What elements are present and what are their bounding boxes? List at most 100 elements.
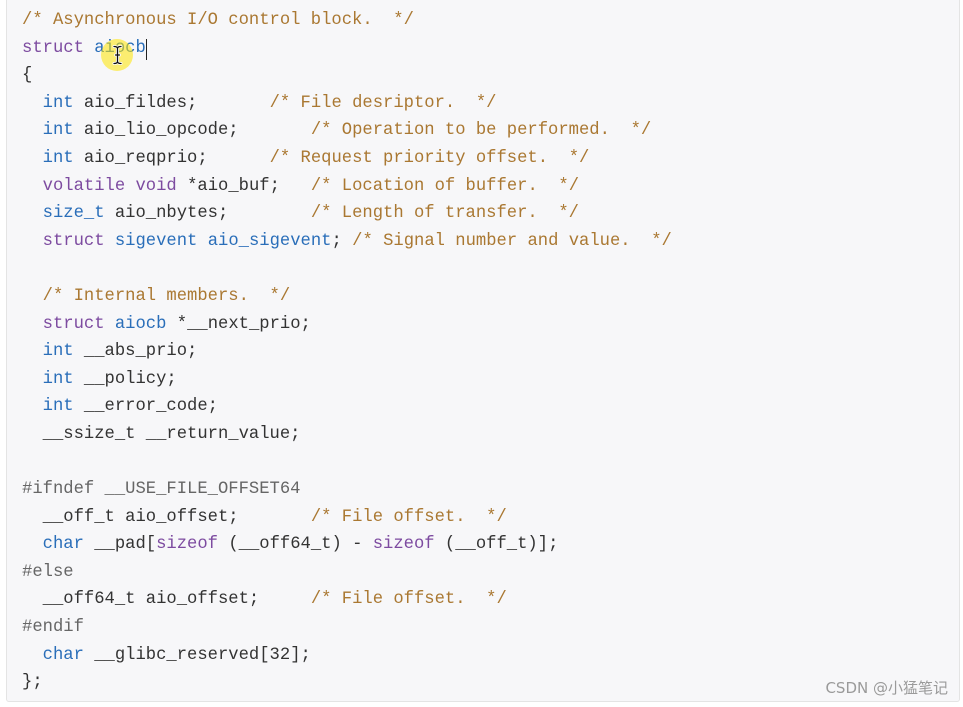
code-line <box>22 255 672 283</box>
code-token-plain <box>22 535 43 554</box>
code-line: char __glibc_reserved[32]; <box>22 642 672 670</box>
code-line: /* Asynchronous I/O control block. */ <box>22 7 672 35</box>
code-line: int __policy; <box>22 366 672 394</box>
code-token-type: int <box>42 397 74 417</box>
code-token-keyword: struct <box>22 38 84 58</box>
code-token-keyword: struct <box>42 314 105 334</box>
watermark: CSDN @小猛笔记 <box>825 679 948 697</box>
code-token-title: sigevent <box>114 231 198 251</box>
code-token-plain: }; <box>22 673 43 693</box>
code-token-plain: aio_fildes; <box>73 93 270 113</box>
code-line: int aio_fildes; /* File desriptor. */ <box>22 90 672 118</box>
code-line: __ssize_t __return_value; <box>22 421 672 449</box>
code-token-plain <box>105 315 115 334</box>
text-caret <box>146 39 147 60</box>
code-token-plain <box>84 39 94 58</box>
code-line: int __error_code; <box>22 393 672 421</box>
code-token-plain: __off64_t aio_offset; <box>22 590 311 610</box>
code-token-plain <box>22 94 43 113</box>
code-token-comment: /* File offset. */ <box>310 507 507 527</box>
code-token-type: char <box>42 535 84 555</box>
code-token-plain: *__next_prio; <box>166 314 311 334</box>
code-token-comment: /* File desriptor. */ <box>269 93 497 113</box>
code-token-keyword: volatile <box>42 176 126 196</box>
code-token-comment: /* Request priority offset. */ <box>269 148 590 168</box>
code-token-plain: *aio_buf; <box>176 176 311 196</box>
code-line: }; <box>22 669 672 697</box>
code-token-comment: /* Signal number and value. */ <box>352 231 672 251</box>
code-line: #else <box>22 559 672 587</box>
code-line: char __pad[sizeof (__off64_t) - sizeof (… <box>22 531 672 559</box>
code-body: /* Asynchronous I/O control block. */ str… <box>22 7 672 697</box>
code-token-plain: __glibc_reserved[32]; <box>83 645 311 665</box>
code-token-plain <box>22 121 43 140</box>
code-line: #ifndef __USE_FILE_OFFSET64 <box>22 476 672 504</box>
code-token-comment: /* Length of transfer. */ <box>310 204 579 224</box>
code-token-type: int <box>42 121 74 141</box>
code-token-plain: aio_lio_opcode; <box>73 121 311 141</box>
code-line <box>22 449 672 477</box>
code-token-comment: /* File offset. */ <box>310 590 507 610</box>
code-line: { <box>22 62 672 90</box>
code-token-plain <box>22 204 43 223</box>
code-line: int __abs_prio; <box>22 338 672 366</box>
code-line: int aio_lio_opcode; /* Operation to be p… <box>22 117 672 145</box>
code-line: /* Internal members. */ <box>22 283 672 311</box>
code-token-plain <box>22 342 43 361</box>
code-token-plain: { <box>22 66 33 86</box>
code-line: #endif <box>22 614 672 642</box>
code-line: __off64_t aio_offset; /* File offset. */ <box>22 586 672 614</box>
code-token-plain <box>197 232 207 251</box>
code-token-plain: __error_code; <box>73 397 218 417</box>
code-token-plain: (__off64_t) - <box>218 535 373 555</box>
code-token-plain: aio_reqprio; <box>73 148 270 168</box>
code-token-type: int <box>42 93 74 113</box>
code-token-title: aio_sigevent <box>207 231 332 251</box>
code-token-type: int <box>42 148 74 168</box>
code-token-plain: __abs_prio; <box>73 342 198 362</box>
code-token-comment: /* Location of buffer. */ <box>310 176 580 196</box>
code-token-keyword: struct <box>42 231 105 251</box>
code-token-plain <box>22 646 43 665</box>
code-line: struct aiocb <box>22 35 672 63</box>
code-token-comment: /* Asynchronous I/O control block. */ <box>22 11 414 30</box>
code-token-plain <box>22 149 43 168</box>
code-token-plain <box>22 177 43 196</box>
code-line: struct aiocb *__next_prio; <box>22 311 672 339</box>
code-token-keyword: sizeof <box>372 535 435 555</box>
code-line: int aio_reqprio; /* Request priority off… <box>22 145 672 173</box>
code-token-plain: ; <box>331 231 353 251</box>
code-token-plain: (__off_t)]; <box>434 535 559 555</box>
code-token-plain <box>125 177 135 196</box>
code-token-type: size_t <box>42 204 105 224</box>
code-token-plain: __policy; <box>73 369 177 389</box>
code-token-meta: #endif <box>22 618 84 638</box>
code-token-type: int <box>42 369 74 389</box>
code-token-plain <box>22 232 43 251</box>
code-token-plain <box>22 315 43 334</box>
code-token-keyword: void <box>135 176 177 196</box>
code-token-type: char <box>42 645 84 665</box>
code-token-comment: /* Internal members. */ <box>42 286 291 306</box>
code-block: /* Asynchronous I/O control block. */ str… <box>6 0 960 702</box>
code-token-comment: /* Operation to be performed. */ <box>310 121 652 141</box>
code-token-title: aiocb <box>94 38 146 58</box>
code-token-plain <box>22 287 43 306</box>
code-token-plain <box>105 232 115 251</box>
code-line: __off_t aio_offset; /* File offset. */ <box>22 504 672 532</box>
code-token-plain: __pad[ <box>83 535 157 555</box>
code-token-type: int <box>42 342 74 362</box>
code-line: struct sigevent aio_sigevent; /* Signal … <box>22 228 672 256</box>
code-token-meta: #ifndef __USE_FILE_OFFSET64 <box>22 480 301 500</box>
code-token-plain <box>22 370 43 389</box>
code-line: volatile void *aio_buf; /* Location of b… <box>22 173 672 201</box>
code-token-plain: __off_t aio_offset; <box>22 507 311 527</box>
code-line: size_t aio_nbytes; /* Length of transfer… <box>22 200 672 228</box>
code-token-plain: aio_nbytes; <box>104 204 311 224</box>
code-token-plain <box>22 397 43 416</box>
code-token-plain: __ssize_t __return_value; <box>22 424 301 444</box>
code-token-title: aiocb <box>114 314 167 334</box>
code-token-meta: #else <box>22 562 74 582</box>
code-token-keyword: sizeof <box>156 535 218 555</box>
